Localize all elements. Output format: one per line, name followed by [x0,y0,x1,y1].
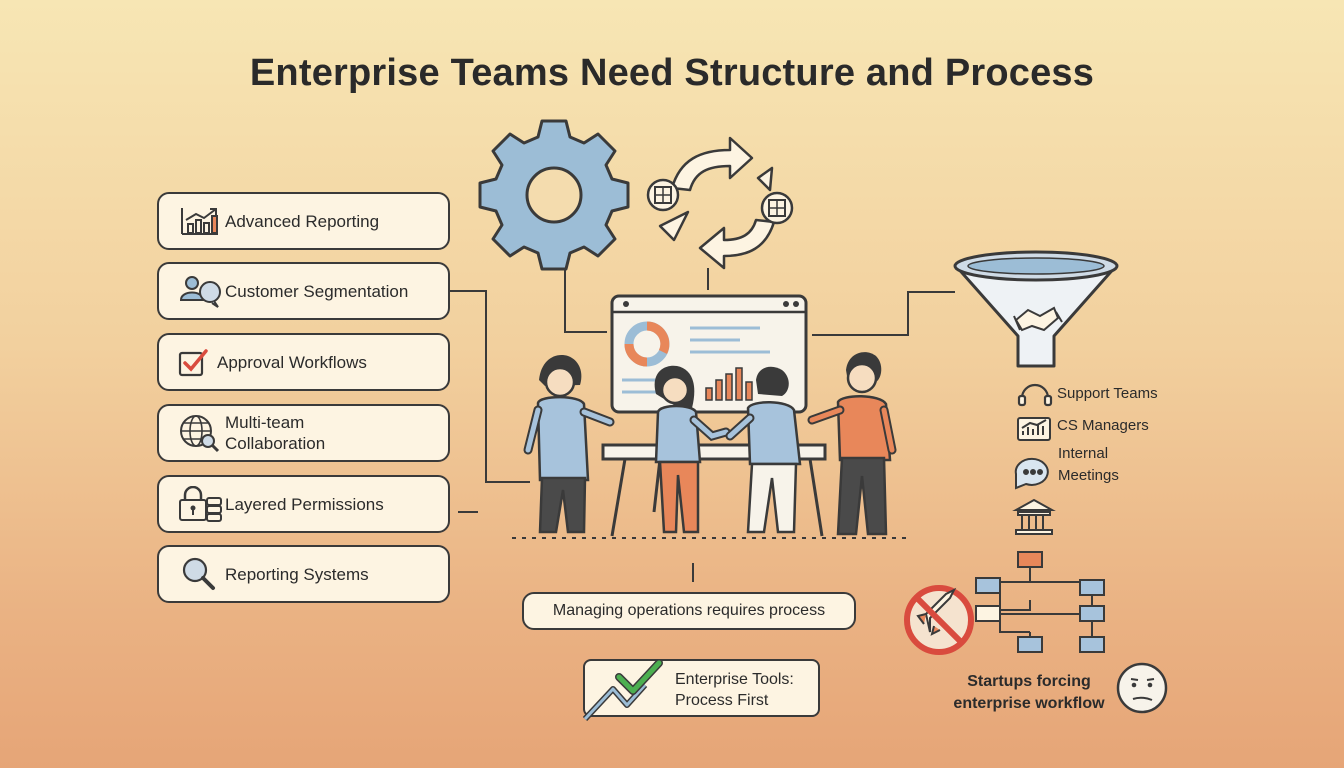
funnel-item-line1: Internal [1058,445,1109,462]
funnel-icon [953,250,1119,368]
funnel-item-support-teams: Support Teams [1057,385,1158,402]
checkbox-icon [175,347,211,377]
connector-segmentation [450,290,530,483]
funnel-item-internal-meetings: Internal Meetings [1058,443,1119,487]
connector-funnel [812,291,955,336]
person-left [523,355,615,534]
person-woman [654,365,731,534]
chat-bubble-icon [1014,457,1049,490]
person-right [807,352,897,536]
feature-label: Approval Workflows [217,352,367,372]
feature-card-reporting-systems: Reporting Systems [157,545,450,603]
no-rocket-icon [904,585,974,655]
feature-card-multi-team-collaboration: Multi-team Collaboration [157,404,450,462]
org-flowchart [975,551,1105,653]
chart-monitor-icon [1017,417,1051,441]
feature-label: Reporting Systems [225,564,369,584]
feature-card-layered-permissions: Layered Permissions [157,475,450,533]
feature-label-multiline: Multi-team Collaboration [225,412,325,454]
startup-warning-text: Startups forcing enterprise workflow [946,671,1112,715]
feature-label-line1: Multi-team [225,413,305,432]
donut-chart-icon [624,321,670,367]
tools-line1: Enterprise Tools: [675,671,794,688]
neutral-face-icon [1116,662,1168,714]
bar-chart-mini [705,367,753,401]
user-group-icon [175,274,225,308]
connector-gear [564,270,607,333]
growth-check-icon [583,659,663,721]
process-caption: Managing operations requires process [522,592,856,630]
feature-label-line2: Collaboration [225,434,326,453]
funnel-item-line2: Meetings [1058,467,1119,484]
cycle-arrows-icon [646,136,794,270]
globe-search-icon [175,413,225,453]
gear-icon [478,119,630,271]
handshake-icon [1013,306,1063,332]
magnifier-icon [175,556,225,592]
page-title: Enterprise Teams Need Structure and Proc… [249,52,1095,94]
bar-chart-icon [175,206,225,236]
funnel-item-cs-managers: CS Managers [1057,417,1149,434]
bank-building-icon [1012,498,1056,535]
enterprise-tools-card: Enterprise Tools: Process First [583,659,820,721]
feature-label: Customer Segmentation [225,281,409,301]
feature-card-customer-segmentation: Customer Segmentation [157,262,450,320]
feature-label: Layered Permissions [225,494,384,514]
tools-label: Enterprise Tools: Process First [675,669,794,711]
feature-card-advanced-reporting: Advanced Reporting [157,192,450,250]
lock-icon [175,486,225,522]
startup-line2: enterprise workflow [953,695,1105,712]
headset-icon [1017,383,1053,407]
feature-label: Advanced Reporting [225,211,380,231]
feature-card-approval-workflows: Approval Workflows [157,333,450,391]
tools-line2: Process First [675,692,769,709]
person-back [725,366,802,534]
startup-line1: Startups forcing [967,673,1091,690]
